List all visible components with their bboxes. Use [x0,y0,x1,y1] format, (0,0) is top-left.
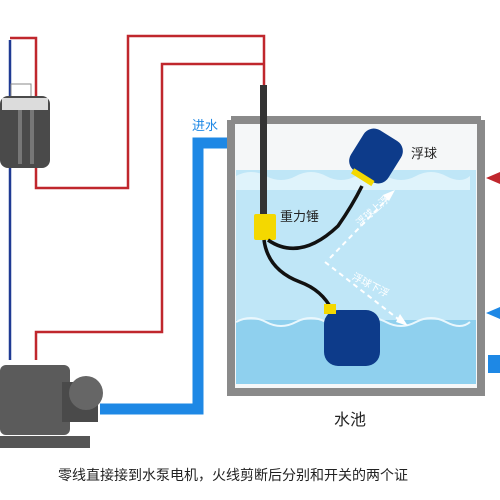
wiring [8,34,266,360]
mounting-rod [260,85,267,217]
switch-device [0,83,50,168]
float-ball-label: 浮球 [411,147,438,162]
outlet-arrows [486,172,500,373]
red-live-wire-2 [34,62,264,360]
water-pump [0,365,103,448]
float-switch-assembly [254,85,403,366]
counterweight-label: 重力锤 [280,210,320,225]
counterweight [254,214,276,240]
lower-float-icon [324,304,380,366]
upper-cable [267,185,364,251]
red-live-wire-1 [10,34,266,190]
water-tank [227,116,485,396]
upper-float-icon [349,128,403,187]
inflow-label: 进水 [192,119,219,134]
tank-label: 水池 [334,410,367,429]
caption-text: 零线直接接到水泵电机，火线剪断后分别和开关的两个证 [58,468,408,484]
float-down-arrow [324,261,403,323]
lower-cable [262,239,334,311]
motion-arrows [324,190,408,326]
